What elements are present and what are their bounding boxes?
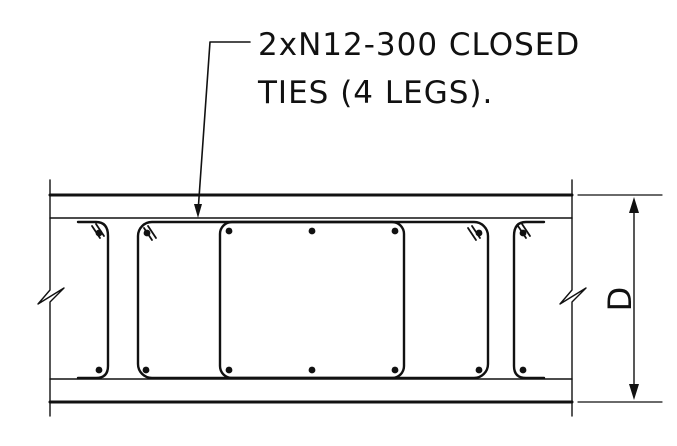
left-break-line — [37, 179, 65, 417]
rebar-top-7 — [519, 229, 527, 237]
closed-tie-inner — [218, 220, 406, 380]
rebar-bottom-4 — [308, 366, 316, 374]
tie-hook-right-b — [521, 223, 531, 237]
tie-partial-right — [512, 220, 546, 380]
rebar-bottom-6 — [475, 366, 483, 374]
rebar-bottom-2 — [142, 366, 150, 374]
closed-tie-outer — [136, 220, 490, 380]
tie-hook-outer-left-b — [147, 225, 157, 239]
rebar-top-5 — [391, 227, 399, 235]
dimension-arrowhead-bottom — [629, 384, 639, 400]
rebar-bottom-1 — [95, 366, 103, 374]
rebar-top-1 — [95, 229, 103, 237]
rebar-top-3 — [225, 227, 233, 235]
rebar-top-6 — [475, 229, 483, 237]
dimension-label-depth: D — [601, 286, 639, 312]
rebar-bottom-7 — [519, 366, 527, 374]
annotation-leader-line — [197, 41, 251, 213]
dimension-arrowhead-top — [629, 197, 639, 213]
rebar-bottom-3 — [225, 366, 233, 374]
tie-annotation-line-2: TIES (4 LEGS). — [258, 75, 494, 111]
rebar-bottom-5 — [391, 366, 399, 374]
rebar-top-2 — [143, 229, 151, 237]
right-break-line — [559, 179, 587, 417]
tie-annotation-line-1: 2xN12-300 CLOSED — [258, 27, 581, 63]
tie-partial-left — [76, 220, 110, 380]
rebar-top-4 — [308, 227, 316, 235]
tie-hook-outer-right-a — [467, 227, 477, 241]
annotation-leader-arrowhead — [194, 204, 202, 218]
